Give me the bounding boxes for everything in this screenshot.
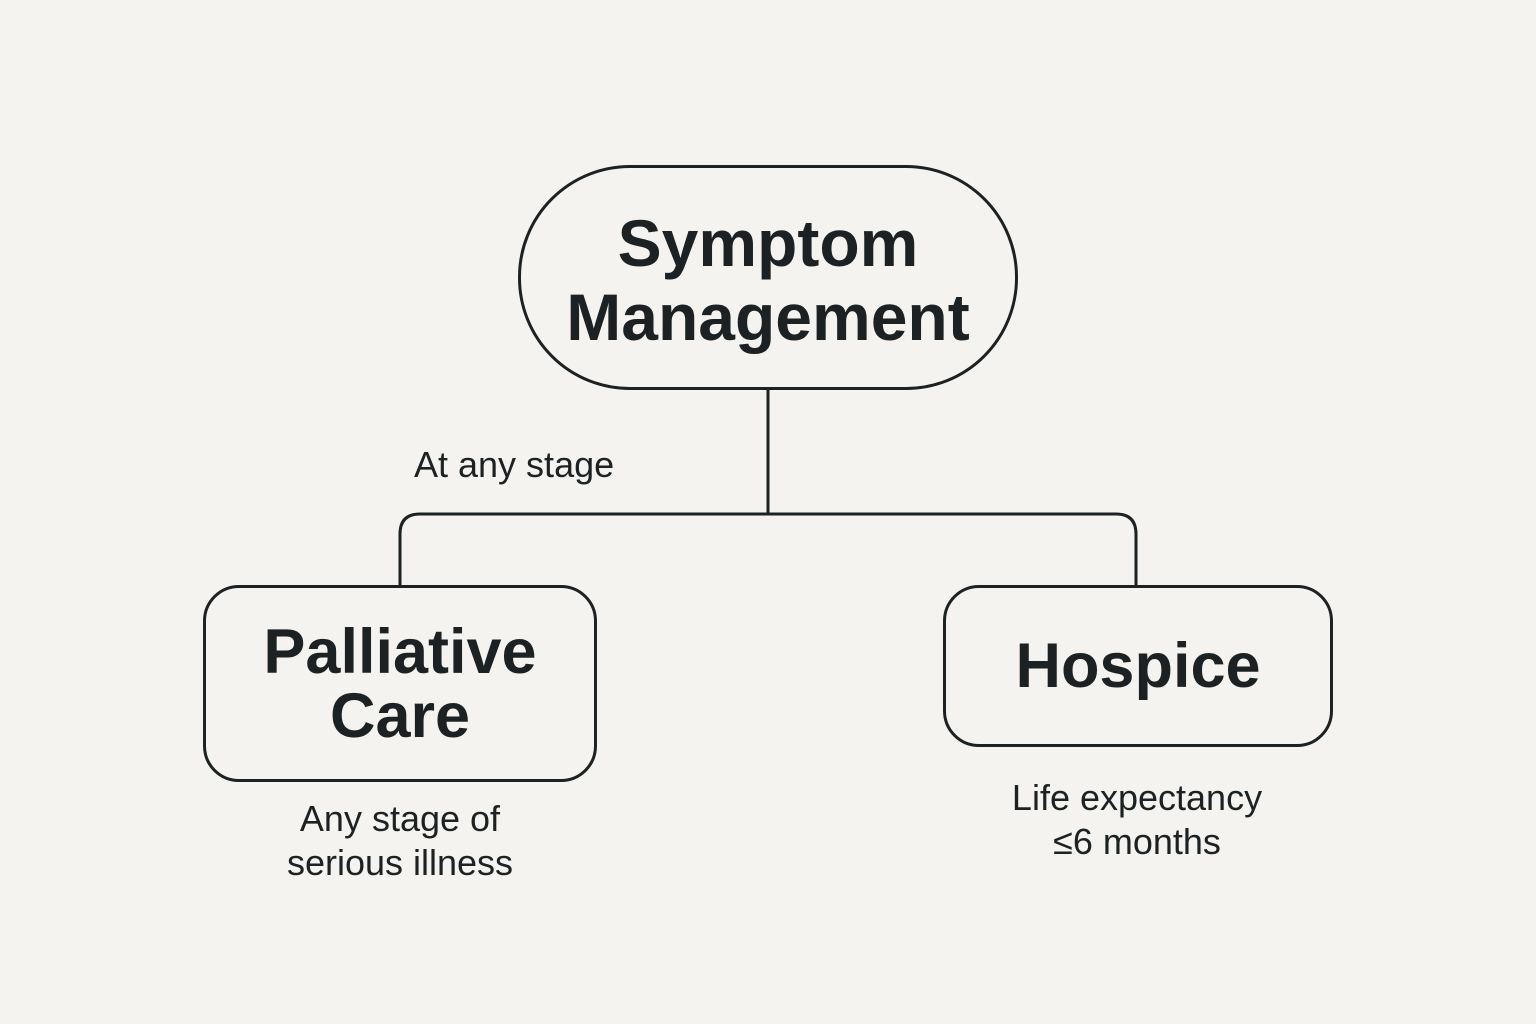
node-hospice-title: Hospice — [1015, 631, 1261, 701]
edge-label-text: At any stage — [414, 444, 615, 485]
palliative-caption: Any stage of serious illness — [200, 797, 600, 885]
palliative-caption-line1: Any stage of — [299, 798, 501, 839]
connector-split-to-palliative — [398, 512, 768, 585]
hospice-caption: Life expectancy ≤6 months — [937, 776, 1337, 864]
node-palliative-care: Palliative Care — [203, 585, 597, 782]
node-symptom-management: Symptom Management — [518, 165, 1018, 390]
node-hospice: Hospice — [943, 585, 1333, 747]
node-palliative-title-line2: Care — [329, 680, 471, 751]
node-palliative-title-line1: Palliative — [263, 616, 537, 687]
connector-split-to-hospice — [768, 512, 1138, 585]
node-root-title-line1: Symptom — [617, 205, 919, 280]
node-root-title-line2: Management — [566, 279, 970, 354]
hospice-caption-line2: ≤6 months — [1053, 821, 1221, 862]
hospice-caption-line1: Life expectancy — [1011, 777, 1263, 818]
palliative-caption-line2: serious illness — [286, 842, 514, 883]
edge-label: At any stage — [414, 443, 614, 487]
